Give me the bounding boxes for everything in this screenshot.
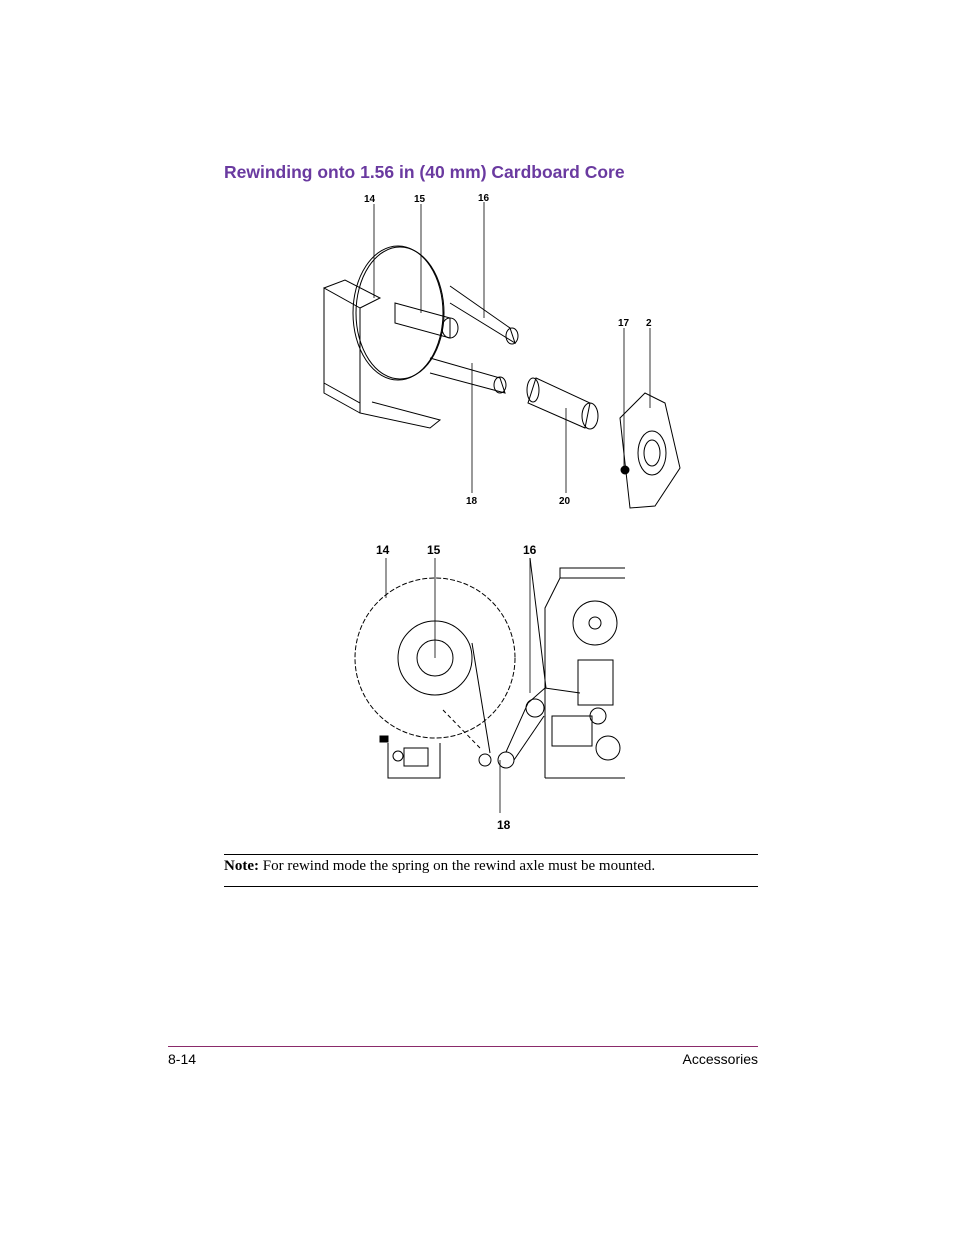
callout-18: 18 [466,496,478,507]
note: Note: For rewind mode the spring on the … [224,858,758,875]
note-label: Note: [224,858,259,874]
chapter-title: Accessories [682,1051,758,1067]
callout-16: 16 [523,543,537,557]
callout-17: 17 [618,318,630,329]
callout-20: 20 [559,496,571,507]
note-text: For rewind mode the spring on the rewind… [258,858,656,874]
callout-15: 15 [427,543,441,557]
callout-15: 15 [414,194,426,205]
callout-16: 16 [478,193,490,204]
page-number: 8-14 [168,1051,197,1067]
callout-14: 14 [364,194,376,205]
note-bottom-rule [224,886,758,887]
section-heading: Rewinding onto 1.56 in (40 mm) Cardboard… [224,162,625,182]
rewinder-exploded-illustration: 14 15 16 17 2 18 20 [323,193,681,509]
note-top-rule [224,854,758,855]
callout-2: 2 [646,318,652,329]
rewinder-side-view-illustration: 14 15 16 18 [354,543,625,832]
callout-18: 18 [497,818,511,832]
footer-rule [168,1046,758,1047]
callout-14: 14 [376,543,390,557]
